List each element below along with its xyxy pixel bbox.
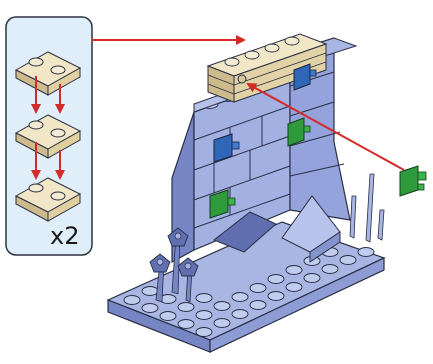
clip-icon xyxy=(399,165,427,197)
tan-plate-icon xyxy=(14,51,82,96)
clip-icon xyxy=(293,63,317,91)
quantity-label: x2 xyxy=(50,222,80,250)
clip-icon xyxy=(213,133,240,163)
subassembly-panel xyxy=(5,16,93,256)
tan-plate-icon xyxy=(14,114,82,159)
clip-icon xyxy=(209,189,236,219)
arrow-icon xyxy=(246,83,405,171)
plant-icon xyxy=(349,173,385,243)
tan-plate-icon xyxy=(14,177,82,222)
plant-icon xyxy=(149,227,199,303)
clip-icon xyxy=(287,117,311,147)
